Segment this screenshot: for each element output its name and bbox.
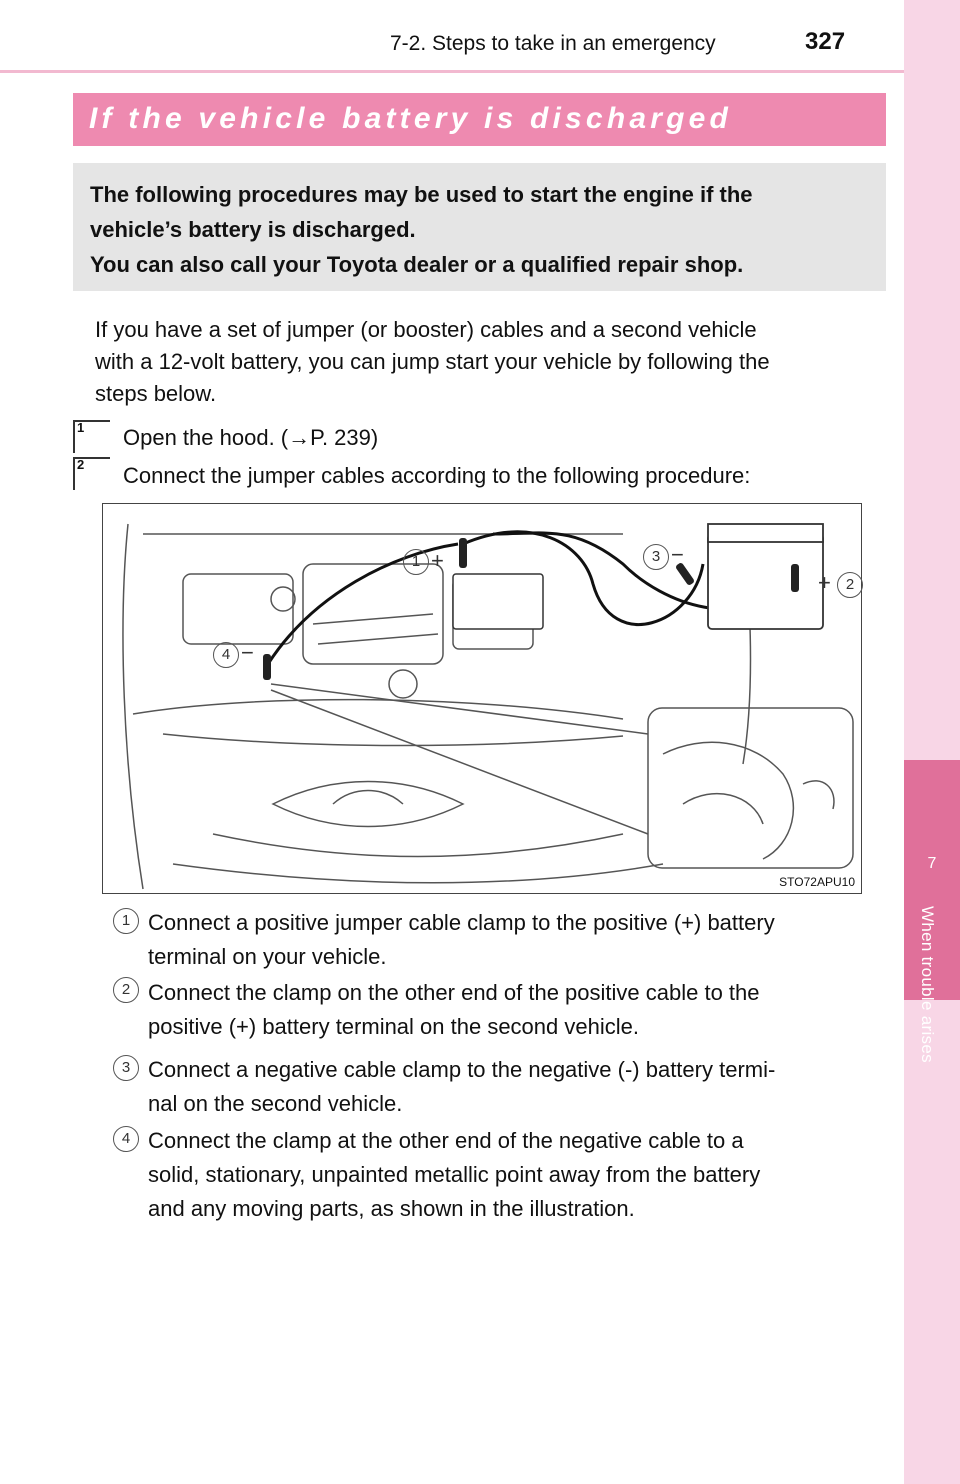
chapter-tab [904, 0, 960, 1484]
step-text: Open the hood. (→P. 239) [123, 425, 379, 450]
step-number-box [73, 420, 110, 453]
body-line: If you have a set of jumper (or booster)… [95, 317, 757, 342]
intro-line: You can also call your Toyota dealer or … [90, 252, 744, 277]
section-heading: 7-2. Steps to take in an emergency [390, 32, 716, 55]
page-title: If the vehicle battery is discharged [89, 102, 733, 135]
step-text: Connect the jumper cables according to t… [123, 463, 751, 488]
callout-4: 4 [213, 642, 239, 668]
item-number: 2 [113, 977, 139, 1003]
callout-3: 3 [643, 544, 669, 570]
item-number: 4 [113, 1126, 139, 1152]
figure-code: STO72APU10 [779, 875, 855, 889]
step-number-box [73, 457, 110, 490]
header-rule [0, 70, 904, 73]
positive-sign-icon: + [818, 570, 831, 595]
callout-1: 1 [403, 549, 429, 575]
step-number: 2 [77, 457, 85, 472]
chapter-number: 7 [927, 855, 937, 872]
body-line: with a 12-volt battery, you can jump sta… [95, 349, 770, 374]
jump-start-illustration: 1 + 2 + 3 − 4 − STO72APU10 [102, 503, 863, 894]
item-text-line: Connect a positive jumper cable clamp to… [148, 910, 775, 935]
negative-sign-icon: − [671, 542, 684, 567]
positive-sign-icon: + [431, 548, 444, 573]
item-text-line: nal on the second vehicle. [148, 1091, 403, 1116]
item-text-line: terminal on your vehicle. [148, 944, 387, 969]
callout-2: 2 [837, 572, 863, 598]
chapter-tab-highlight [904, 760, 960, 1000]
intro-box: The following procedures may be used to … [73, 163, 886, 291]
item-text-line: Connect the clamp on the other end of th… [148, 980, 760, 1005]
item-text-line: and any moving parts, as shown in the il… [148, 1196, 635, 1221]
page-number: 327 [805, 28, 846, 55]
item-number: 3 [113, 1055, 139, 1081]
item-text-line: positive (+) battery terminal on the sec… [148, 1014, 639, 1039]
item-text-line: Connect the clamp at the other end of th… [148, 1128, 744, 1153]
step-number: 1 [77, 420, 85, 435]
item-text-line: Connect a negative cable clamp to the ne… [148, 1057, 776, 1082]
negative-sign-icon: − [241, 640, 254, 665]
engine-bay-drawing [122, 523, 854, 890]
title-bar: If the vehicle battery is discharged [73, 93, 886, 146]
item-text-line: solid, stationary, unpainted metallic po… [148, 1162, 761, 1187]
intro-line: The following procedures may be used to … [90, 182, 753, 207]
intro-line: vehicle’s battery is discharged. [90, 217, 416, 242]
chapter-title: When trouble arises [918, 906, 937, 1063]
item-number: 1 [113, 908, 139, 934]
body-line: steps below. [95, 381, 217, 406]
